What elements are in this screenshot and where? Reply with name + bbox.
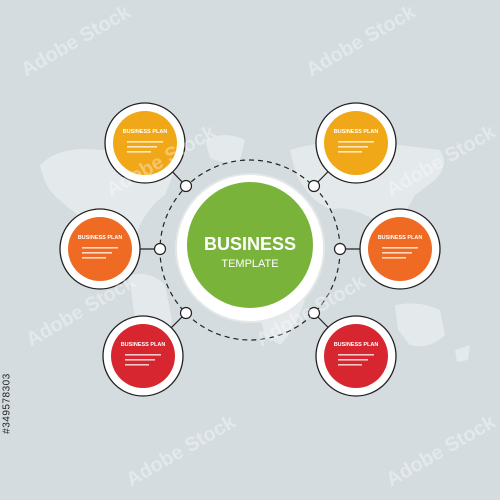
connector-junction <box>307 306 321 320</box>
node-body-placeholder-line <box>338 359 368 361</box>
connector-junction <box>179 306 193 320</box>
node-label: BUSINESS PLAN <box>123 129 168 135</box>
node-body-placeholder-line <box>127 141 163 143</box>
node-top-left: BUSINESS PLAN <box>104 102 186 184</box>
node-fill <box>68 217 132 281</box>
node-label: BUSINESS PLAN <box>78 235 123 241</box>
connectors <box>140 171 360 329</box>
node-body-placeholder-line <box>338 146 368 148</box>
node-body-placeholder-line <box>125 354 161 356</box>
node-top-right: BUSINESS PLAN <box>315 102 397 184</box>
node-middle-right: BUSINESS PLAN <box>359 208 441 290</box>
node-label: BUSINESS PLAN <box>121 342 166 348</box>
node-body-placeholder-line <box>382 252 412 254</box>
node-fill <box>113 111 177 175</box>
node-fill <box>324 111 388 175</box>
node-body-placeholder-line <box>382 247 418 249</box>
node-bottom-left: BUSINESS PLAN <box>102 315 184 397</box>
center-subtitle: TEMPLATE <box>221 258 278 270</box>
node-bottom-right: BUSINESS PLAN <box>315 315 397 397</box>
node-body-placeholder-line <box>127 151 151 153</box>
node-middle-left: BUSINESS PLAN <box>59 208 141 290</box>
connector-junction <box>307 179 321 193</box>
node-label: BUSINESS PLAN <box>334 342 379 348</box>
node-body-placeholder-line <box>125 364 149 366</box>
center-hub: BUSINESS TEMPLATE <box>175 173 325 323</box>
connector-junction <box>333 242 347 256</box>
center-title: BUSINESS <box>204 234 296 254</box>
node-body-placeholder-line <box>338 354 374 356</box>
center-hub-fill <box>187 182 313 308</box>
node-fill <box>368 217 432 281</box>
connector-junction <box>153 242 167 256</box>
node-label: BUSINESS PLAN <box>334 129 379 135</box>
stock-id: #349578303 <box>1 373 13 434</box>
nodes: BUSINESS PLAN BUSINESS PLAN BUSINESS PLAN B… <box>59 102 441 397</box>
node-body-placeholder-line <box>82 257 106 259</box>
node-body-placeholder-line <box>338 141 374 143</box>
node-body-placeholder-line <box>382 257 406 259</box>
node-body-placeholder-line <box>82 252 112 254</box>
node-fill <box>324 324 388 388</box>
connector-junction <box>179 179 193 193</box>
node-body-placeholder-line <box>82 247 118 249</box>
node-body-placeholder-line <box>125 359 155 361</box>
node-body-placeholder-line <box>338 364 362 366</box>
node-body-placeholder-line <box>127 146 157 148</box>
node-body-placeholder-line <box>338 151 362 153</box>
node-label: BUSINESS PLAN <box>378 235 423 241</box>
node-fill <box>111 324 175 388</box>
